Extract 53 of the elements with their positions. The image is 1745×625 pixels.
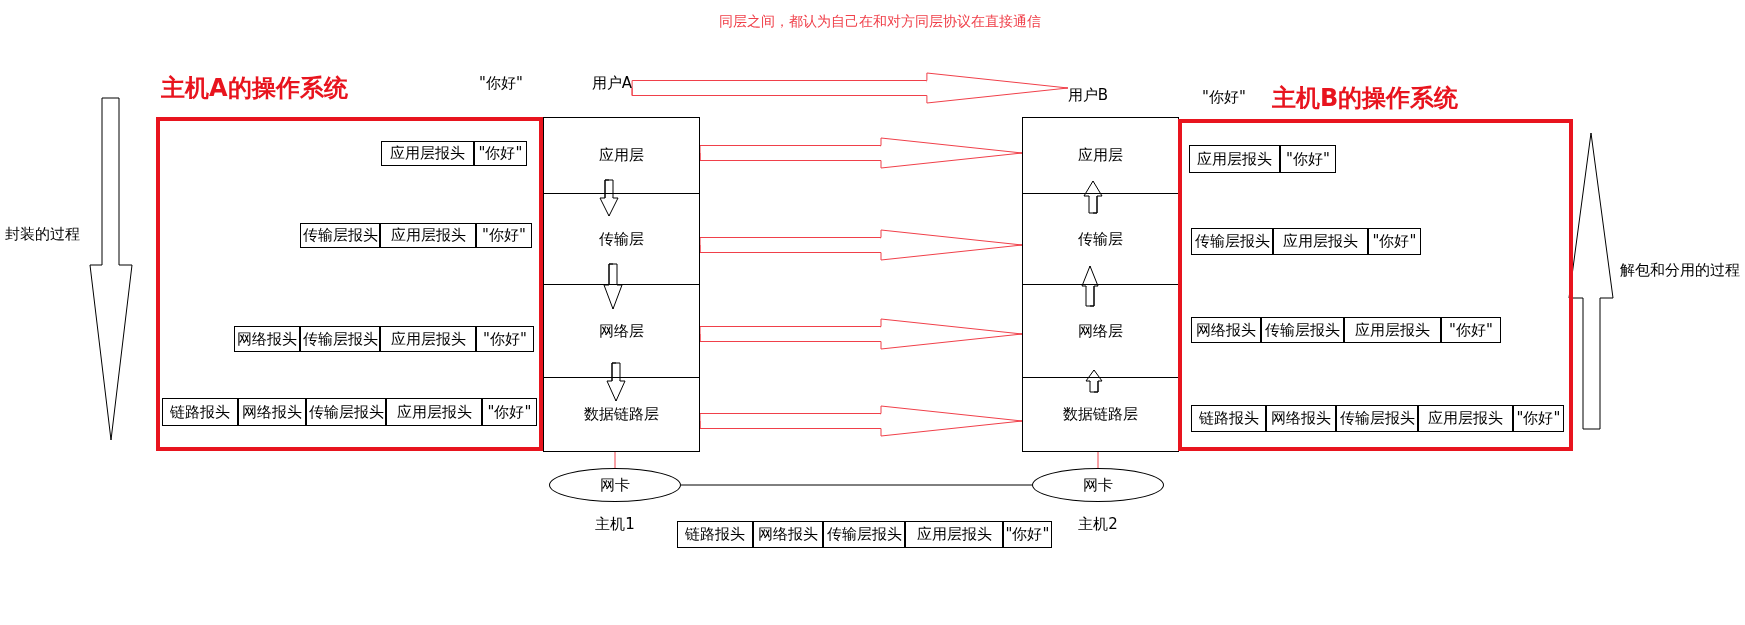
packet-segment: "你好" <box>476 223 532 248</box>
host-label: 主机1 <box>595 514 635 534</box>
packet-segment: 链路报头 <box>162 398 238 426</box>
packet-segment: 网络报头 <box>238 398 306 426</box>
packet-segment: 应用层报头 <box>381 141 474 166</box>
process-label: 封装的过程 <box>5 224 80 244</box>
packet-segment: 传输层报头 <box>1261 317 1344 343</box>
layer-cell: 数据链路层 <box>1022 377 1179 452</box>
user-label: 用户B <box>1067 85 1109 105</box>
packet-segment: 传输层报头 <box>1336 405 1418 432</box>
packet-segment: "你好" <box>482 398 537 426</box>
layer-cell: 应用层 <box>1022 117 1179 194</box>
packet-segment: 应用层报头 <box>386 398 482 426</box>
packet-segment: 应用层报头 <box>1418 405 1513 432</box>
packet-segment: 链路报头 <box>1191 405 1266 432</box>
packet-segment: 应用层报头 <box>380 223 476 248</box>
packet-segment: 传输层报头 <box>823 521 905 548</box>
title-text: 同层之间，都认为自己在和对方同层协议在直接通信 <box>719 13 1041 31</box>
packet-segment: 应用层报头 <box>1189 145 1280 173</box>
packet-segment: 网络报头 <box>1191 317 1261 343</box>
packet-segment: "你好" <box>1513 405 1564 432</box>
packet-segment: "你好" <box>1003 521 1052 548</box>
packet-segment: 传输层报头 <box>1191 228 1273 255</box>
packet-segment: "你好" <box>1441 317 1501 343</box>
packet-segment: 传输层报头 <box>300 326 380 352</box>
connector-line <box>680 484 1033 486</box>
packet-segment: "你好" <box>1280 145 1336 173</box>
layer-cell: 传输层 <box>543 193 700 285</box>
packet-segment: 网络报头 <box>753 521 823 548</box>
quote-text: "你好" <box>479 73 523 93</box>
frame-heading: 主机B的操作系统 <box>1272 83 1459 114</box>
packet-segment: 传输层报头 <box>306 398 386 426</box>
layer-cell: 应用层 <box>543 117 700 194</box>
packet-segment: "你好" <box>1368 228 1421 255</box>
user-label: 用户A <box>591 73 633 93</box>
frame-heading: 主机A的操作系统 <box>161 73 348 104</box>
connector-line <box>614 451 616 469</box>
packet-segment: 应用层报头 <box>905 521 1003 548</box>
packet-segment: "你好" <box>476 326 534 352</box>
process-label: 解包和分用的过程 <box>1620 260 1740 280</box>
connector-line <box>1097 451 1099 469</box>
packet-segment: 应用层报头 <box>380 326 476 352</box>
layer-cell: 数据链路层 <box>543 377 700 452</box>
host-label: 主机2 <box>1078 514 1118 534</box>
packet-segment: 链路报头 <box>677 521 753 548</box>
packet-segment: "你好" <box>474 141 527 166</box>
packet-segment: 传输层报头 <box>300 223 380 248</box>
layer-cell: 网络层 <box>543 284 700 378</box>
packet-segment: 应用层报头 <box>1344 317 1441 343</box>
packet-segment: 网络报头 <box>1266 405 1336 432</box>
quote-text: "你好" <box>1202 87 1246 107</box>
packet-segment: 应用层报头 <box>1273 228 1368 255</box>
packet-segment: 网络报头 <box>234 326 300 352</box>
